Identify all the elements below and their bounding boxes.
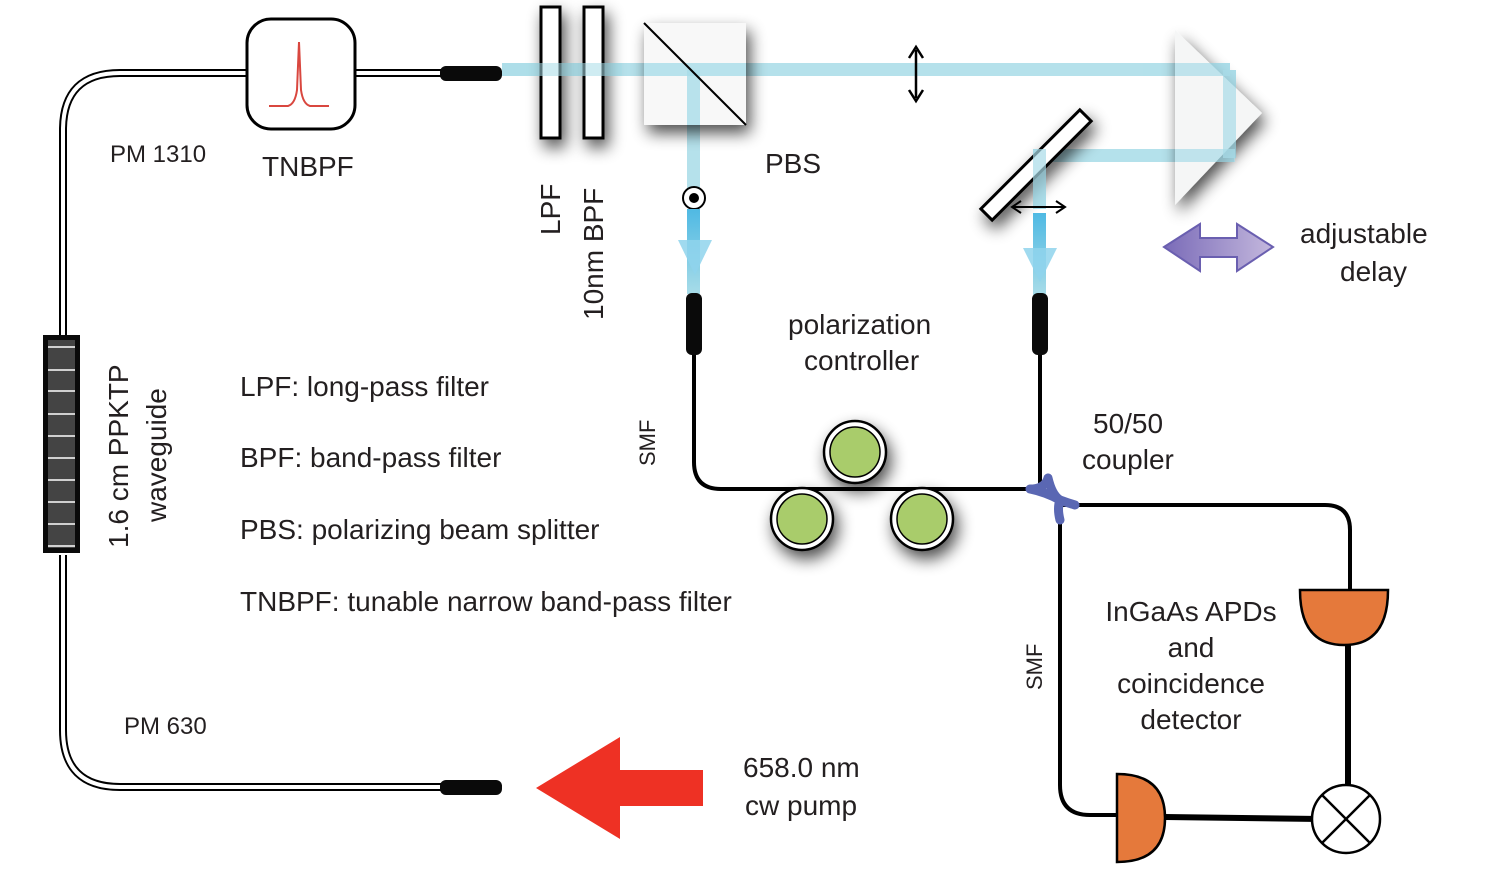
tnbpf-filter <box>245 17 357 131</box>
label-controller: controller <box>804 345 919 376</box>
abbreviation-legend: LPF: long-pass filter BPF: band-pass fil… <box>240 371 732 617</box>
label-pump-type: cw pump <box>745 790 857 821</box>
label-adjustable: adjustable <box>1300 218 1428 249</box>
label-detector-3: coincidence <box>1117 668 1265 699</box>
adjustable-delay-arrow-icon <box>1162 222 1275 273</box>
label-pbs: PBS <box>765 148 821 179</box>
legend-item: PBS: polarizing beam splitter <box>240 514 600 545</box>
label-bpf: 10nm BPF <box>578 188 609 320</box>
beam-arrow-left <box>678 209 712 294</box>
label-detector-1: InGaAs APDs <box>1105 596 1276 627</box>
label-smf-left: SMF <box>635 420 660 466</box>
label-waveguide-2: waveguide <box>141 388 172 523</box>
detector-apd-top <box>1298 588 1390 647</box>
label-pm1310: PM 1310 <box>110 141 206 168</box>
retroreflector-prism <box>1175 30 1262 205</box>
label-delay: delay <box>1340 256 1407 287</box>
polarization-in-plane-icon <box>907 44 925 104</box>
coincidence-counter-icon <box>1310 783 1382 855</box>
collimator-pump-input <box>440 780 502 795</box>
ppktp-waveguide <box>43 335 80 553</box>
collimator-left <box>686 293 702 355</box>
pump-arrow-icon <box>536 737 703 839</box>
beam-arrow-right <box>1023 213 1057 295</box>
detector-apd-bottom <box>1115 772 1167 864</box>
label-tnbpf: TNBPF <box>262 151 354 182</box>
smf-fiber <box>692 355 1352 822</box>
label-coupler-ratio: 50/50 <box>1093 408 1163 439</box>
legend-item: LPF: long-pass filter <box>240 371 489 402</box>
legend-item: TNBPF: tunable narrow band-pass filter <box>240 586 732 617</box>
fiber-coupler-icon <box>1025 473 1080 525</box>
label-pm630: PM 630 <box>124 713 207 740</box>
label-polarization: polarization <box>788 309 931 340</box>
pm-fiber <box>59 69 445 791</box>
label-pump-wavelength: 658.0 nm <box>743 752 860 783</box>
label-detector-4: detector <box>1140 704 1241 735</box>
label-coupler: coupler <box>1082 444 1174 475</box>
polarization-out-of-plane-icon <box>682 186 706 210</box>
mirror-translation-icon <box>1010 200 1067 214</box>
polarizing-beam-splitter <box>643 22 747 126</box>
collimator-right <box>1032 293 1048 355</box>
legend-item: BPF: band-pass filter <box>240 442 501 473</box>
label-lpf: LPF <box>535 184 566 235</box>
poling-periods <box>48 346 75 547</box>
polarization-controller <box>769 419 955 552</box>
label-waveguide-1: 1.6 cm PPKTP <box>103 364 134 548</box>
collimator-output <box>440 66 502 81</box>
label-smf-right: SMF <box>1022 644 1047 690</box>
beam-path <box>502 63 1236 209</box>
filter-transmission-curve <box>269 41 329 107</box>
label-detector-2: and <box>1168 632 1215 663</box>
